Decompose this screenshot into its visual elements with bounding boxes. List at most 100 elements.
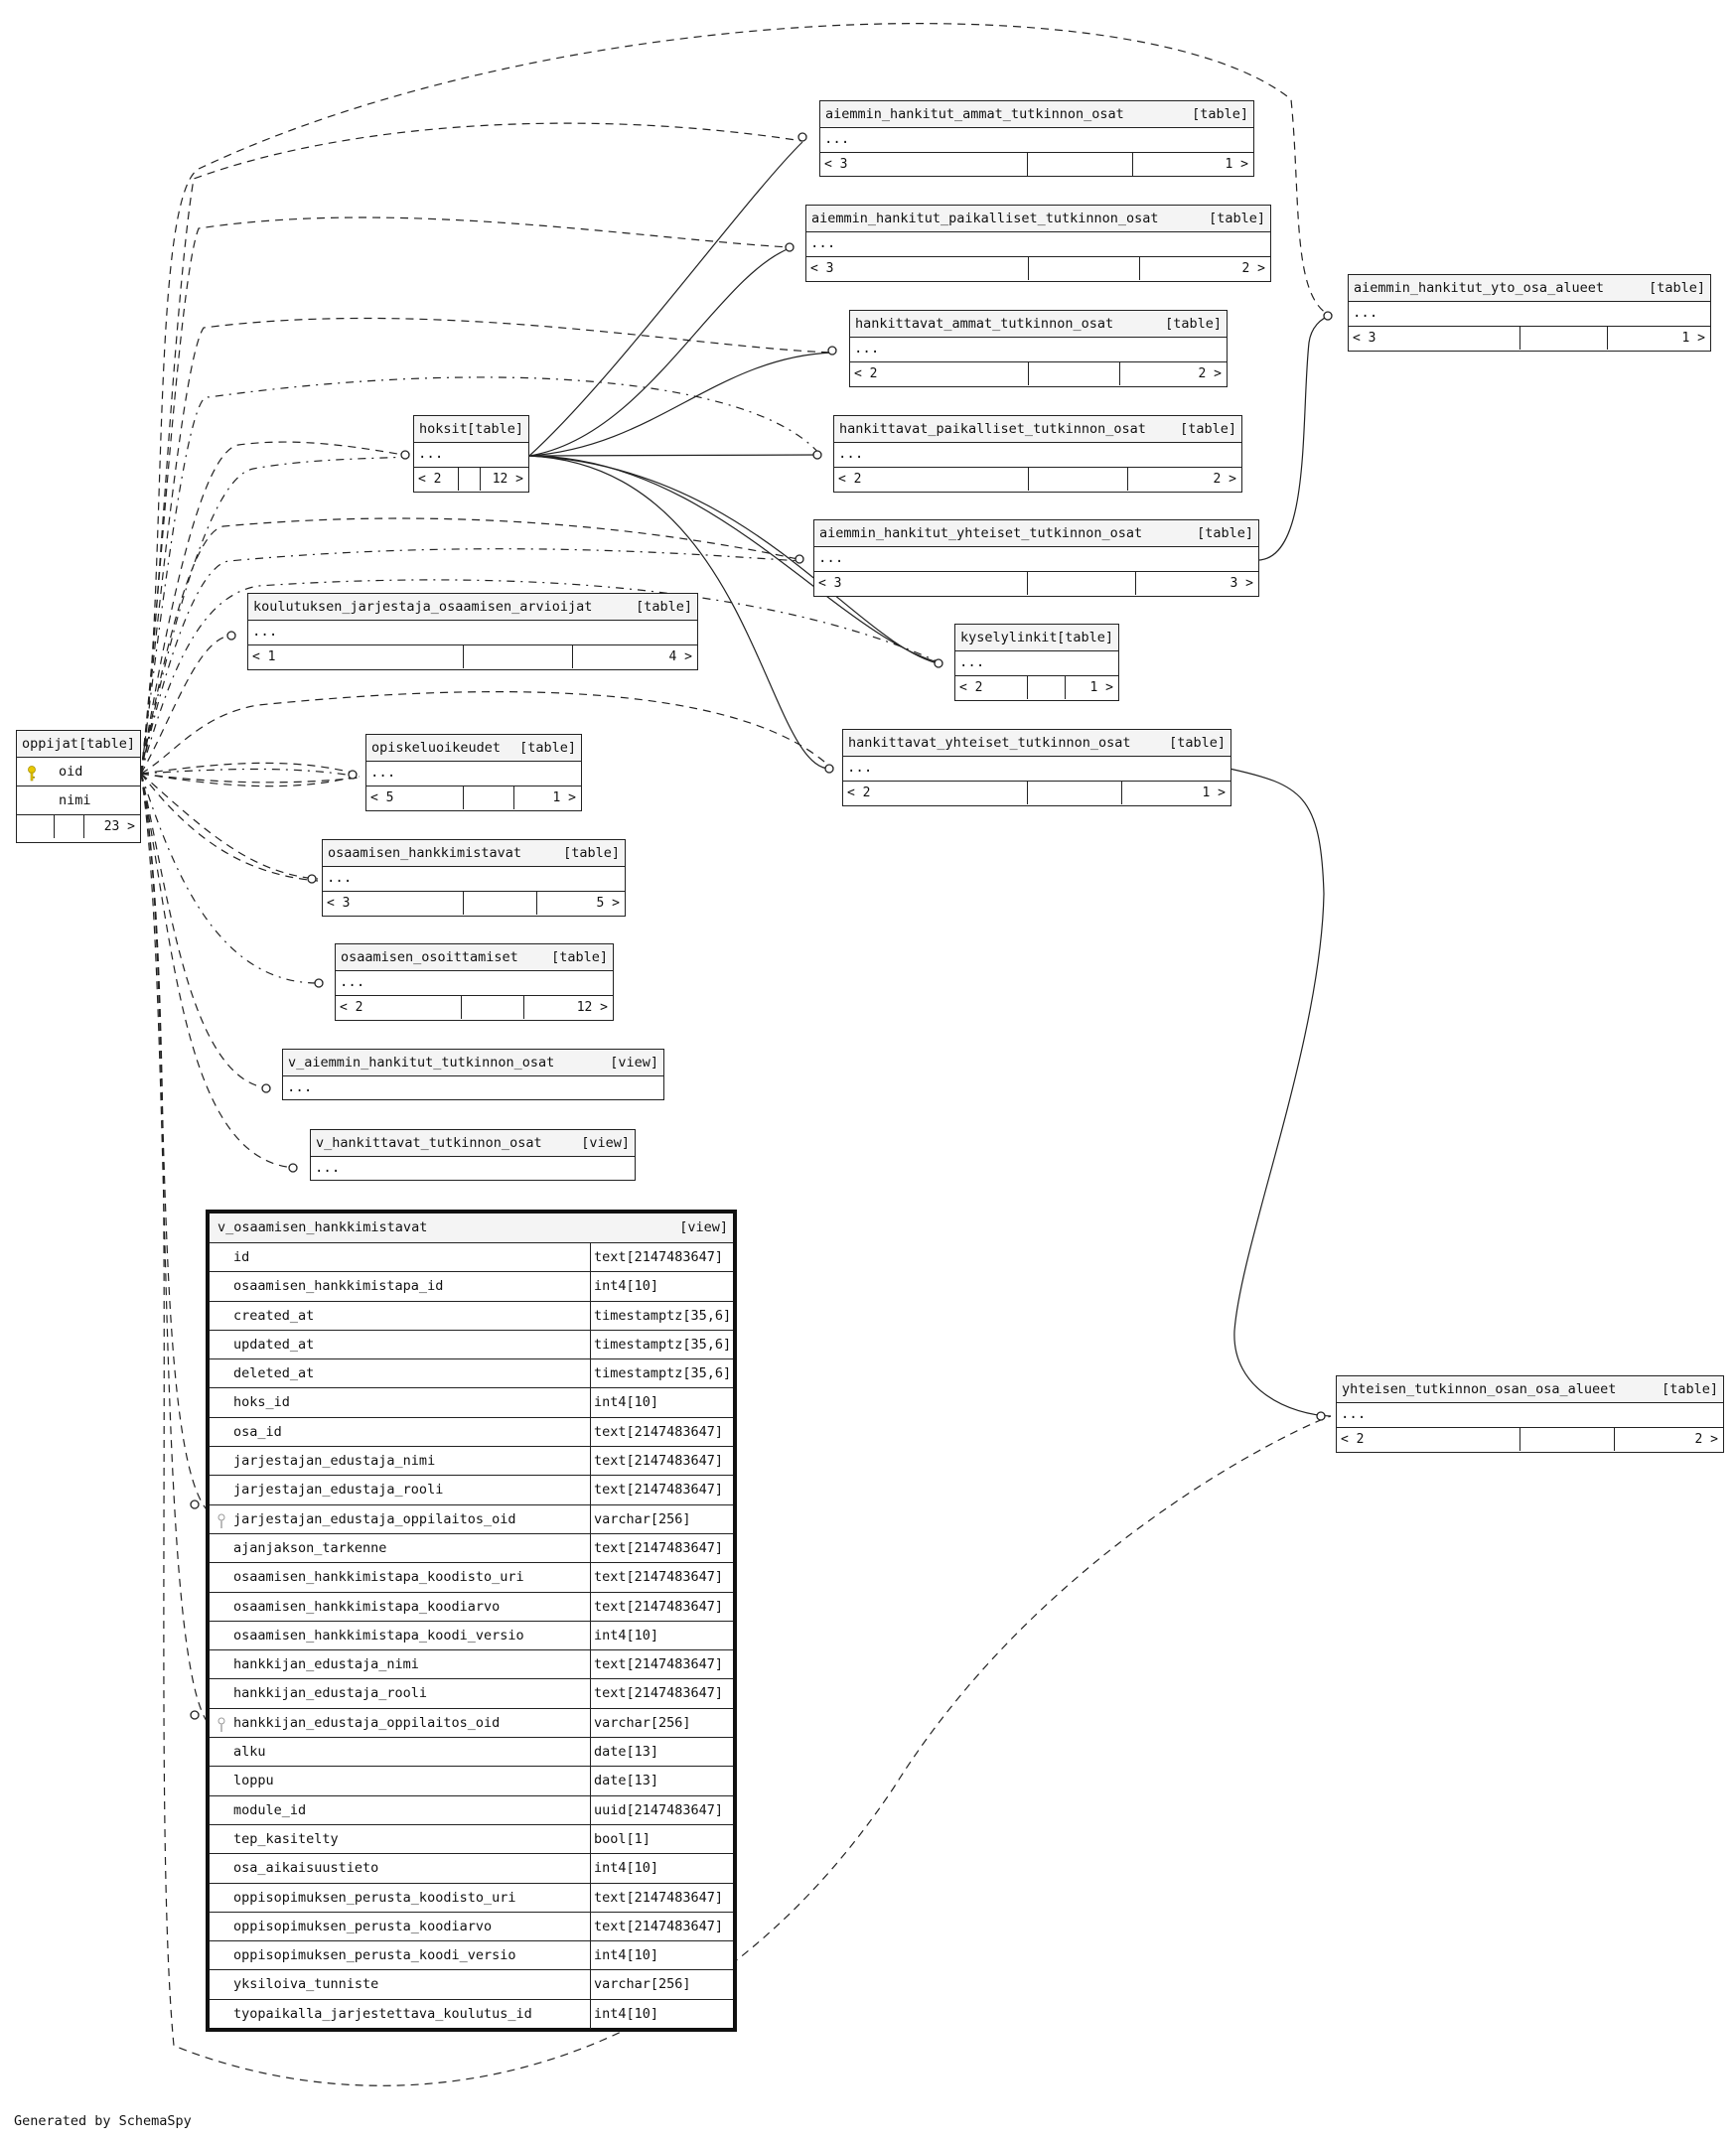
entity-aiemmin-hankitut-yhteiset-tutkinnon-osat[interactable]: aiemmin_hankitut_yhteiset_tutkinnon_osat…	[813, 519, 1259, 597]
entity-name[interactable]: osaamisen_hankkimistavat	[328, 845, 522, 861]
parent-count-link[interactable]: < 1	[252, 649, 276, 664]
entity-nav: < 2 2 >	[834, 468, 1241, 491]
child-count-link[interactable]: 2 >	[1213, 472, 1236, 487]
entity-osaamisen-hankkimistavat[interactable]: osaamisen_hankkimistavat [table] ... < 3…	[322, 839, 626, 917]
entity-hankittavat-yhteiset-tutkinnon-osat[interactable]: hankittavat_yhteiset_tutkinnon_osat [tab…	[842, 729, 1231, 806]
parent-count-link[interactable]: < 2	[838, 472, 862, 487]
entity-name[interactable]: osaamisen_osoittamiset	[341, 949, 518, 965]
parent-count-link[interactable]: < 2	[1341, 1432, 1365, 1447]
entity-header[interactable]: hankittavat_ammat_tutkinnon_osat [table]	[850, 311, 1227, 338]
column-name-text: updated_at	[233, 1336, 315, 1353]
entity-name[interactable]: oppijat	[22, 736, 78, 752]
entity-header[interactable]: osaamisen_hankkimistavat [table]	[323, 840, 625, 867]
entity-header[interactable]: aiemmin_hankitut_paikalliset_tutkinnon_o…	[806, 206, 1270, 232]
child-count-link[interactable]: 1 >	[1681, 331, 1705, 346]
entity-hoksit[interactable]: hoksit [table] ... < 2 12 >	[413, 415, 529, 493]
parent-count-link[interactable]: < 2	[959, 680, 983, 695]
child-count-link[interactable]: 1 >	[1225, 157, 1248, 172]
entity-name[interactable]: v_hankittavat_tutkinnon_osat	[316, 1135, 542, 1151]
columns-collapsed: ...	[323, 867, 625, 892]
entity-name[interactable]: hankittavat_ammat_tutkinnon_osat	[855, 316, 1114, 332]
entity-header[interactable]: hankittavat_yhteiset_tutkinnon_osat [tab…	[843, 730, 1230, 757]
child-count-link[interactable]: 12 >	[576, 1000, 608, 1015]
child-count-link[interactable]: 1 >	[1089, 680, 1113, 695]
entity-osaamisen-osoittamiset[interactable]: osaamisen_osoittamiset [table] ... < 2 1…	[335, 943, 614, 1021]
entity-name[interactable]: hankittavat_paikalliset_tutkinnon_osat	[839, 421, 1146, 437]
entity-hankittavat-paikalliset-tutkinnon-osat[interactable]: hankittavat_paikalliset_tutkinnon_osat […	[833, 415, 1242, 493]
parent-count-link[interactable]: < 3	[1353, 331, 1376, 346]
entity-name[interactable]: v_osaamisen_hankkimistavat	[217, 1219, 428, 1235]
entity-name[interactable]: aiemmin_hankitut_yhteiset_tutkinnon_osat	[819, 525, 1143, 541]
entity-name[interactable]: v_aiemmin_hankitut_tutkinnon_osat	[288, 1055, 555, 1071]
parent-count-link[interactable]: < 2	[854, 366, 878, 381]
child-count-link[interactable]: 2 >	[1694, 1432, 1718, 1447]
entity-header[interactable]: v_aiemmin_hankitut_tutkinnon_osat [view]	[283, 1050, 663, 1076]
entity-yhteisen-tutkinnon-osan-osa-alueet[interactable]: yhteisen_tutkinnon_osan_osa_alueet [tabl…	[1336, 1375, 1724, 1453]
end-marker	[190, 1710, 200, 1720]
entity-v-hankittavat-tutkinnon-osat[interactable]: v_hankittavat_tutkinnon_osat [view] ...	[310, 1129, 636, 1181]
entity-header[interactable]: aiemmin_hankitut_yto_osa_alueet [table]	[1349, 275, 1710, 302]
child-count-link[interactable]: 5 >	[596, 896, 620, 911]
entity-header[interactable]: hoksit [table]	[414, 416, 528, 443]
entity-name[interactable]: hoksit	[419, 421, 468, 437]
entity-header[interactable]: osaamisen_osoittamiset [table]	[336, 944, 613, 971]
entity-aiemmin-hankitut-ammat-tutkinnon-osat[interactable]: aiemmin_hankitut_ammat_tutkinnon_osat [t…	[819, 100, 1254, 177]
column-name-text: created_at	[233, 1307, 315, 1324]
entity-opiskeluoikeudet[interactable]: opiskeluoikeudet [table] ... < 5 1 >	[365, 734, 582, 811]
entity-name[interactable]: koulutuksen_jarjestaja_osaamisen_arvioij…	[253, 599, 593, 615]
child-count-link[interactable]: 2 >	[1241, 261, 1265, 276]
entity-v-aiemmin-hankitut-tutkinnon-osat[interactable]: v_aiemmin_hankitut_tutkinnon_osat [view]…	[282, 1049, 664, 1100]
parent-count-link[interactable]: < 2	[418, 472, 442, 487]
entity-header[interactable]: opiskeluoikeudet [table]	[366, 735, 581, 762]
child-count-link[interactable]: 1 >	[1202, 786, 1226, 800]
child-count-link[interactable]: 3 >	[1230, 576, 1253, 591]
entity-kind: [table]	[1649, 280, 1705, 296]
entity-aiemmin-hankitut-paikalliset-tutkinnon-osat[interactable]: aiemmin_hankitut_paikalliset_tutkinnon_o…	[805, 205, 1271, 282]
entity-kind: [table]	[563, 845, 620, 861]
parent-count-link[interactable]: < 3	[824, 157, 848, 172]
entity-header[interactable]: aiemmin_hankitut_yhteiset_tutkinnon_osat…	[814, 520, 1258, 547]
entity-header[interactable]: koulutuksen_jarjestaja_osaamisen_arvioij…	[248, 594, 697, 621]
edge-oppijat-yhteisen	[140, 773, 1332, 2086]
entity-aiemmin-hankitut-yto-osa-alueet[interactable]: aiemmin_hankitut_yto_osa_alueet [table] …	[1348, 274, 1711, 352]
parent-count-link[interactable]: < 5	[370, 790, 394, 805]
entity-name[interactable]: kyselylinkit	[960, 630, 1058, 645]
child-count-link[interactable]: 23 >	[103, 819, 135, 834]
child-count-link[interactable]: 4 >	[668, 649, 692, 664]
nav-cell: < 3	[1349, 327, 1520, 350]
child-count-link[interactable]: 12 >	[492, 472, 523, 487]
entity-header[interactable]: yhteisen_tutkinnon_osan_osa_alueet [tabl…	[1337, 1376, 1723, 1403]
entity-header[interactable]: kyselylinkit [table]	[955, 625, 1118, 651]
entity-name[interactable]: hankittavat_yhteiset_tutkinnon_osat	[848, 735, 1131, 751]
entity-header[interactable]: hankittavat_paikalliset_tutkinnon_osat […	[834, 416, 1241, 443]
parent-count-link[interactable]: < 3	[818, 576, 842, 591]
entity-header[interactable]: v_hankittavat_tutkinnon_osat [view]	[311, 1130, 635, 1157]
entity-header[interactable]: v_osaamisen_hankkimistavat [view]	[210, 1214, 733, 1243]
parent-count-link[interactable]: < 2	[847, 786, 871, 800]
entity-name[interactable]: aiemmin_hankitut_paikalliset_tutkinnon_o…	[811, 211, 1159, 226]
entity-header[interactable]: aiemmin_hankitut_ammat_tutkinnon_osat [t…	[820, 101, 1253, 128]
nav-cell	[459, 468, 481, 491]
entity-kyselylinkit[interactable]: kyselylinkit [table] ... < 2 1 >	[954, 624, 1119, 701]
parent-count-link[interactable]: < 3	[327, 896, 351, 911]
entity-name[interactable]: aiemmin_hankitut_ammat_tutkinnon_osat	[825, 106, 1124, 122]
entity-header[interactable]: oppijat [table]	[17, 731, 140, 758]
entity-oppijat[interactable]: oppijat [table] oid nimi 23 >	[16, 730, 141, 843]
child-count-link[interactable]: 2 >	[1198, 366, 1222, 381]
nav-cell: < 2	[336, 996, 462, 1019]
child-count-link[interactable]: 1 >	[552, 790, 576, 805]
entity-name[interactable]: aiemmin_hankitut_yto_osa_alueet	[1354, 280, 1604, 296]
edge-oppijat-v-hankittavat	[140, 773, 297, 1169]
entity-koulutuksen-jarjestaja-osaamisen-arvioijat[interactable]: koulutuksen_jarjestaja_osaamisen_arvioij…	[247, 593, 698, 670]
parent-count-link[interactable]: < 2	[340, 1000, 363, 1015]
entity-name[interactable]: yhteisen_tutkinnon_osan_osa_alueet	[1342, 1381, 1617, 1397]
entity-kind: [table]	[1057, 630, 1113, 645]
entity-hankittavat-ammat-tutkinnon-osat[interactable]: hankittavat_ammat_tutkinnon_osat [table]…	[849, 310, 1228, 387]
nav-cell: < 2	[955, 676, 1028, 699]
parent-count-link[interactable]: < 3	[810, 261, 834, 276]
entity-name[interactable]: opiskeluoikeudet	[371, 740, 502, 756]
